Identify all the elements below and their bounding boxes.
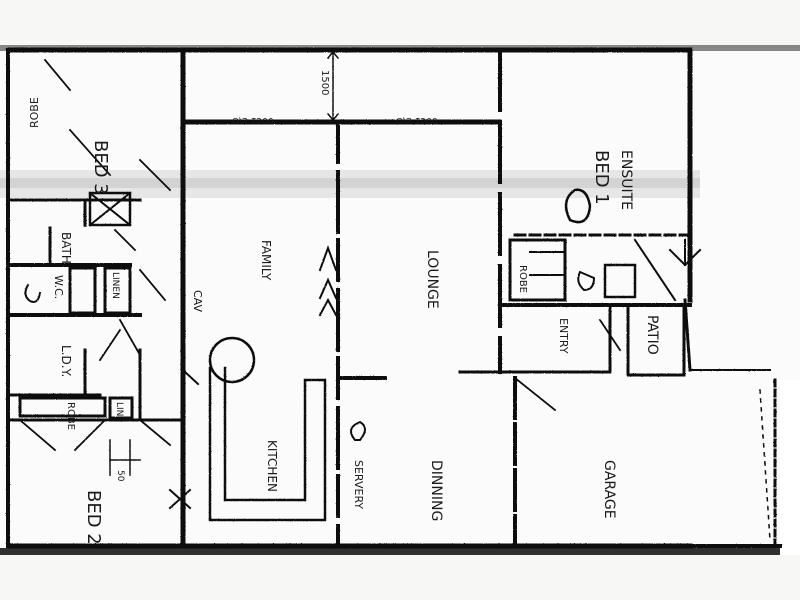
ensuite-shower <box>603 263 637 299</box>
label-dinning: DINNING <box>428 460 444 521</box>
door-bed3 <box>138 158 172 192</box>
sheet-bottom-edge <box>0 548 800 555</box>
label-dim-50: 50 <box>115 470 125 482</box>
patio-box <box>626 303 686 377</box>
sheet-cutout <box>780 380 800 555</box>
shower-cross-b <box>88 191 132 227</box>
label-wc: W.C. <box>52 275 65 299</box>
label-robe-bed2: ROBE <box>65 402 76 430</box>
lin-box <box>108 396 134 420</box>
label-ensuite: ENSUITE <box>618 150 634 210</box>
label-bath: BATH <box>59 232 73 264</box>
ensuite-door <box>633 238 677 302</box>
door-bed2-b <box>73 418 107 452</box>
label-servery: SERVERY <box>352 460 365 509</box>
wc-pan <box>24 283 42 303</box>
label-bed2: BED 2 <box>83 490 104 545</box>
sheet <box>0 45 800 555</box>
label-os-left: O/S 1500 <box>232 115 274 125</box>
door-bed2-c <box>138 418 172 447</box>
label-kitchen: KITCHEN <box>265 440 279 492</box>
label-bed3: BED 3 <box>90 140 111 195</box>
label-os-right: O/S 1500 <box>396 115 438 125</box>
label-lounge: LOUNGE <box>424 250 440 309</box>
label-linen: LINEN <box>110 272 120 299</box>
dim-1500-arrow-top <box>326 50 340 60</box>
servery-mark <box>350 420 366 441</box>
door-bed3-b <box>68 128 112 177</box>
door-bed3-robe <box>43 58 72 92</box>
bifold-b <box>318 277 338 300</box>
kitchen-bench <box>208 366 327 522</box>
door-bath <box>138 268 167 302</box>
label-lin: LIN <box>114 402 124 416</box>
door-entry <box>598 318 622 352</box>
mark-x-b1 <box>183 370 200 386</box>
shower-box <box>88 191 132 227</box>
door-garage <box>513 376 557 412</box>
room-labels: BED 3 ROBE BATH W.C. LINEN L.D.Y. ROBE L… <box>28 70 660 545</box>
label-ldy: L.D.Y. <box>59 345 73 377</box>
door-bath-b <box>113 228 137 252</box>
robe-bed2-box <box>18 396 107 418</box>
label-patio: PATIO <box>644 315 660 355</box>
label-entry: ENTRY <box>557 318 570 354</box>
label-robe-bed3: ROBE <box>28 97 41 128</box>
garage-door-track <box>759 389 771 541</box>
bifold-a <box>318 245 338 272</box>
bifold-c <box>318 297 338 317</box>
label-family: FAMILY <box>259 240 273 281</box>
copy-smudge-core <box>0 178 700 188</box>
label-garage: GARAGE <box>601 460 617 519</box>
robe-bed1-box <box>508 238 567 302</box>
label-robe-bed1: ROBE <box>517 265 528 293</box>
wall-right-mid <box>683 298 692 372</box>
label-dim-1500: 1500 <box>319 70 330 95</box>
kitchen-table <box>208 336 256 384</box>
label-cav: CAV <box>191 290 204 313</box>
door-ldy-b <box>98 328 122 362</box>
door-bed2-a <box>18 418 57 452</box>
door-ldy <box>118 318 142 357</box>
ensuite-basin <box>564 188 592 224</box>
ensuite-wc <box>577 270 596 292</box>
dim-1500-arrow-bottom <box>326 112 340 122</box>
mark-x-a2 <box>168 488 192 510</box>
label-bed1: BED 1 <box>591 150 612 205</box>
